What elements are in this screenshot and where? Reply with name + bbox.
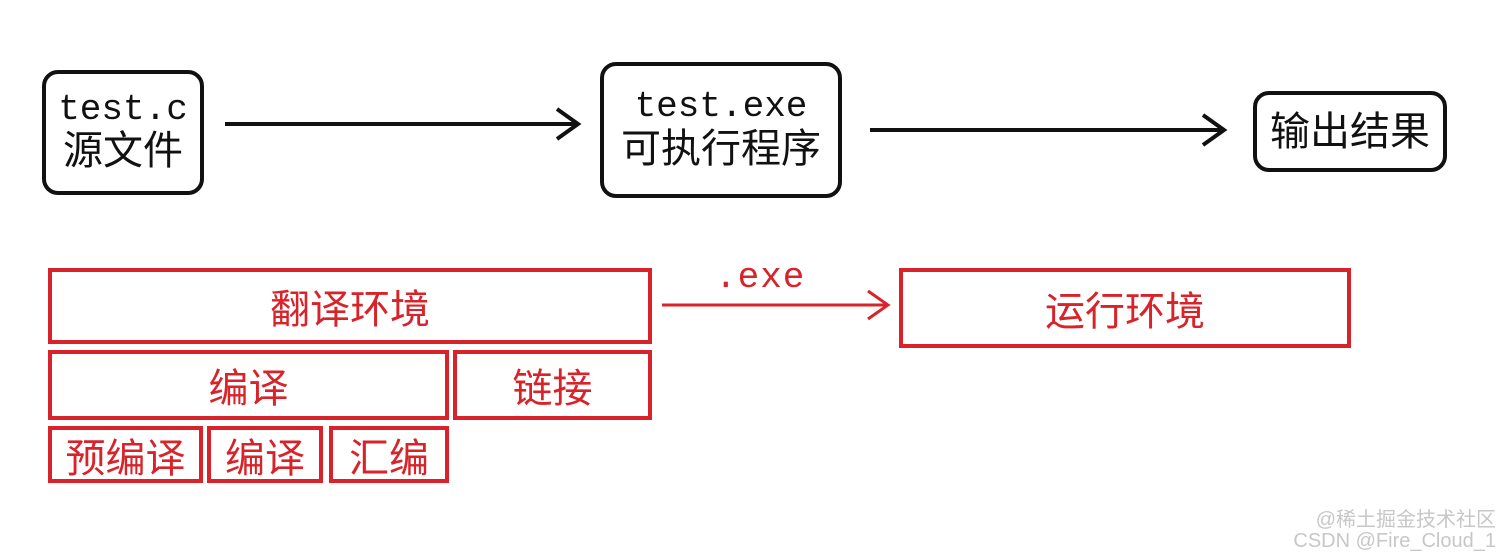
step-assemble-box: 汇编: [329, 426, 449, 483]
step-compile-box: 编译: [207, 426, 323, 483]
compile-phase-box: 编译: [48, 350, 449, 420]
step-assemble-label: 汇编: [349, 435, 429, 482]
watermark: @稀土掘金技术社区 CSDN @Fire_Cloud_1: [1293, 510, 1496, 552]
executable-label: 可执行程序: [621, 125, 821, 172]
source-file-box: test.c 源文件: [42, 70, 204, 195]
arrow-source-to-exe: [225, 107, 582, 141]
step-compile-label: 编译: [225, 435, 305, 482]
transfer-exe-label: .exe: [715, 257, 806, 298]
source-filename: test.c: [58, 88, 188, 130]
step-preprocess-label: 预编译: [65, 435, 186, 482]
source-label: 源文件: [63, 128, 183, 175]
output-label: 输出结果: [1270, 108, 1430, 155]
translation-environment-label: 翻译环境: [270, 287, 430, 333]
runtime-environment-label: 运行环境: [1045, 289, 1205, 335]
link-phase-label: 链接: [512, 366, 593, 412]
watermark-line-2: CSDN @Fire_Cloud_1: [1293, 530, 1496, 552]
executable-box: test.exe 可执行程序: [600, 62, 842, 198]
step-preprocess-box: 预编译: [48, 426, 203, 483]
runtime-environment-box: 运行环境: [899, 268, 1351, 348]
compile-phase-label: 编译: [208, 366, 289, 412]
output-box: 输出结果: [1253, 91, 1447, 172]
translation-environment-box: 翻译环境: [48, 268, 652, 344]
arrow-exe-to-output: [870, 113, 1228, 147]
link-phase-box: 链接: [453, 350, 652, 420]
watermark-line-1: @稀土掘金技术社区: [1315, 509, 1496, 531]
executable-filename: test.exe: [634, 86, 808, 128]
